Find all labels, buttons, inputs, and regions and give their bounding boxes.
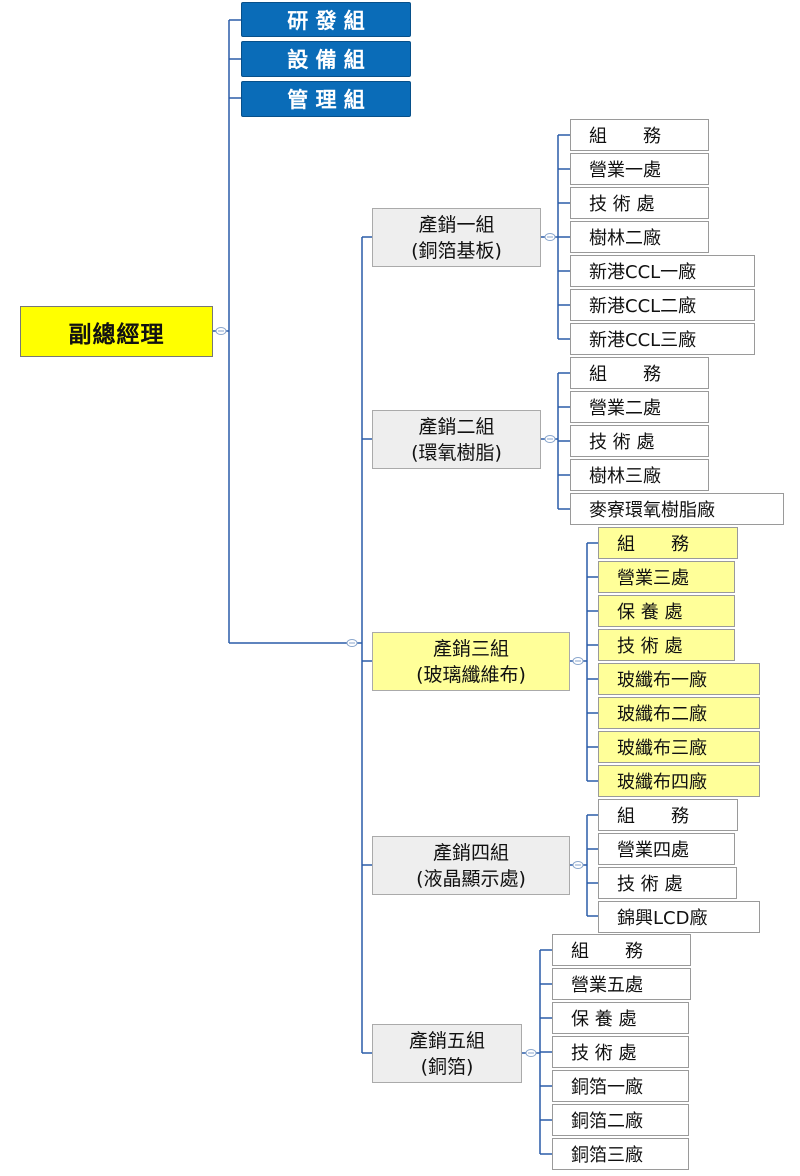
- g3-leaf-3: 保 養 處: [598, 595, 735, 627]
- g5-leaf-6: 銅箔二廠: [552, 1104, 689, 1136]
- g3-leaf-5: 玻纖布一廠: [598, 663, 760, 695]
- unit-rd-group: 研 發 組: [241, 2, 411, 37]
- g3-leaf-1: 組 務: [598, 527, 738, 559]
- group-node-5: 產銷五組 (銅箔): [372, 1024, 522, 1083]
- g4-leaf-4: 錦興LCD廠: [598, 901, 760, 933]
- group-node-1: 產銷一組 (銅箔基板): [372, 208, 541, 267]
- g3-leaf-6: 玻纖布二廠: [598, 697, 760, 729]
- group-node-3: 產銷三組 (玻璃纖維布): [372, 632, 570, 691]
- g1-leaf-5: 新港CCL一廠: [570, 255, 755, 287]
- g1-leaf-3: 技 術 處: [570, 187, 709, 219]
- g1-leaf-2: 營業一處: [570, 153, 709, 185]
- unit-equipment-group: 設 備 組: [241, 41, 411, 77]
- g5-leaf-2: 營業五處: [552, 968, 691, 1000]
- g5-leaf-7: 銅箔三廠: [552, 1138, 689, 1170]
- g2-leaf-1: 組 務: [570, 357, 709, 389]
- g2-leaf-3: 技 術 處: [570, 425, 709, 457]
- g5-leaf-4: 技 術 處: [552, 1036, 689, 1068]
- root-node-deputy-gm: 副總經理: [20, 306, 213, 357]
- g3-leaf-7: 玻纖布三廠: [598, 731, 760, 763]
- g5-leaf-1: 組 務: [552, 934, 691, 966]
- g4-leaf-1: 組 務: [598, 799, 738, 831]
- group-node-2: 產銷二組 (環氧樹脂): [372, 410, 541, 469]
- g2-leaf-2: 營業二處: [570, 391, 709, 423]
- g3-leaf-8: 玻纖布四廠: [598, 765, 760, 797]
- g1-leaf-6: 新港CCL二廠: [570, 289, 755, 321]
- g4-leaf-3: 技 術 處: [598, 867, 737, 899]
- g3-leaf-2: 營業三處: [598, 561, 735, 593]
- g5-leaf-5: 銅箔一廠: [552, 1070, 689, 1102]
- g1-leaf-7: 新港CCL三廠: [570, 323, 755, 355]
- unit-management-group: 管 理 組: [241, 81, 411, 117]
- g1-leaf-4: 樹林二廠: [570, 221, 709, 253]
- g2-leaf-4: 樹林三廠: [570, 459, 709, 491]
- g4-leaf-2: 營業四處: [598, 833, 735, 865]
- g5-leaf-3: 保 養 處: [552, 1002, 689, 1034]
- g1-leaf-1: 組 務: [570, 119, 709, 151]
- g3-leaf-4: 技 術 處: [598, 629, 735, 661]
- group-node-4: 產銷四組 (液晶顯示處): [372, 836, 570, 895]
- g2-leaf-5: 麥寮環氧樹脂廠: [570, 493, 784, 525]
